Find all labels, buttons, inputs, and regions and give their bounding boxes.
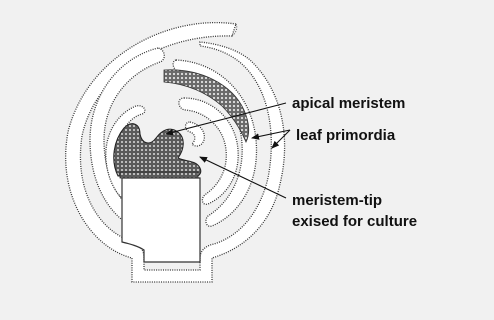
label-apical-meristem: apical meristem [292, 95, 405, 112]
apex-hook [186, 122, 205, 146]
meristem-tip-base [120, 172, 198, 178]
label-meristem-tip: meristem-tip [292, 192, 382, 209]
label-leaf-primordia: leaf primordia [296, 127, 396, 144]
apical-meristem [114, 124, 201, 176]
label-excised-for-culture: exised for culture [292, 213, 417, 230]
